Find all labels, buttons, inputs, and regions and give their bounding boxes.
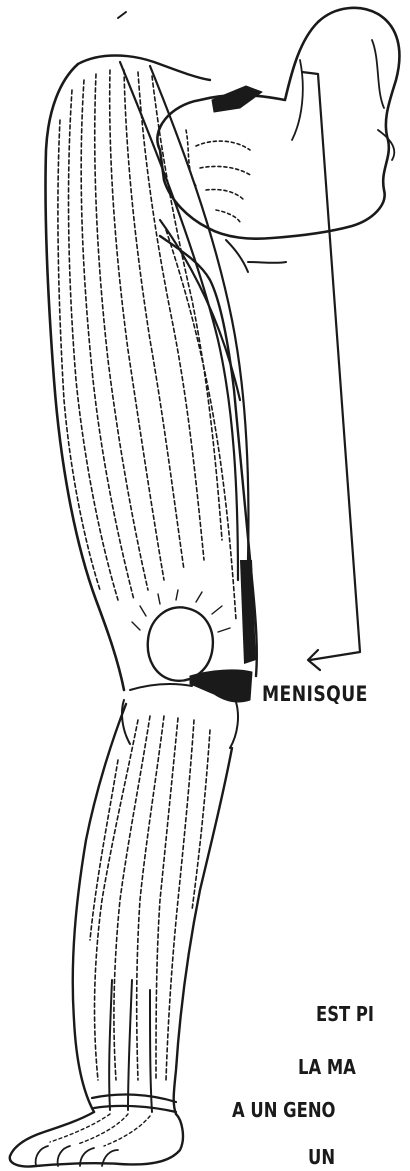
thigh-outer-contour — [45, 64, 124, 690]
calf-inner-contour — [174, 748, 232, 1114]
caption-line-4: UN — [308, 1145, 335, 1169]
iliac-crest-detail — [292, 40, 394, 160]
pointer-line — [302, 72, 360, 660]
lateral-band-shading — [240, 560, 256, 664]
caption-line-3: A UN GENO — [232, 1098, 335, 1122]
caption-line-1: EST PI — [316, 1002, 374, 1026]
sacrum-detail — [186, 130, 252, 222]
gluteal-line — [226, 240, 286, 272]
stray-mark — [118, 12, 126, 18]
foot-tendons — [50, 1114, 150, 1146]
meniscus-shading — [190, 670, 252, 702]
sartorius-bands — [120, 62, 248, 580]
acetabulum-shading — [212, 86, 262, 112]
caption-line-2: LA MA — [298, 1055, 356, 1079]
pelvis-outline — [157, 8, 399, 239]
thigh-muscle-strands — [58, 70, 236, 620]
patella-rays — [132, 590, 230, 632]
patella — [148, 607, 213, 680]
ankle-retinaculum — [92, 1095, 176, 1112]
shin-outer-contour — [73, 704, 126, 1112]
tendons — [109, 980, 152, 1112]
menisque-label: MENISQUE — [262, 682, 368, 706]
